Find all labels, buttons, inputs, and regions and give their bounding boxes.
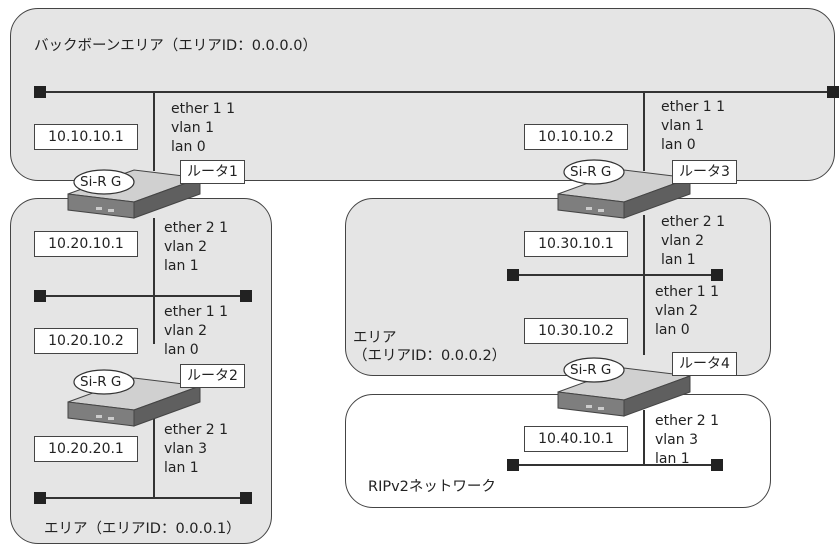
iface-line: lan 1 bbox=[164, 460, 199, 476]
area2-label-line2: （エリアID：0.0.0.2） bbox=[353, 348, 507, 364]
ip-box-r3-lan0: 10.10.10.2 bbox=[524, 124, 628, 150]
ip-box-r1-lan0: 10.10.10.1 bbox=[34, 124, 138, 150]
backbone-terminal-left bbox=[34, 86, 46, 98]
r4-downlink-line bbox=[643, 410, 645, 465]
iface-line: vlan 3 bbox=[164, 441, 207, 457]
backbone-segment-line bbox=[40, 91, 834, 93]
area1-segment2-line bbox=[40, 497, 246, 499]
ip-box-r2-lan0: 10.20.10.2 bbox=[34, 328, 138, 354]
iface-line: ether 2 1 bbox=[164, 220, 229, 236]
router4-name-label: ルータ4 bbox=[672, 352, 737, 376]
rip-terminal-right bbox=[711, 459, 723, 471]
area-0002 bbox=[345, 198, 771, 376]
router3-name-label: ルータ3 bbox=[672, 160, 737, 184]
router3-device bbox=[557, 159, 691, 219]
router1-badge: Si-R G bbox=[80, 174, 122, 190]
iface-line: lan 1 bbox=[655, 451, 690, 467]
rip-segment-line bbox=[513, 464, 717, 466]
area1-seg2-terminal-right bbox=[240, 492, 252, 504]
area1-seg1-terminal-left bbox=[34, 290, 46, 302]
iface-line: lan 0 bbox=[655, 322, 690, 338]
ip-box-r4-lan1: 10.40.10.1 bbox=[524, 426, 628, 452]
iface-line: ether 1 1 bbox=[164, 304, 229, 320]
iface-line: vlan 3 bbox=[655, 432, 698, 448]
router1-name-label: ルータ1 bbox=[180, 160, 245, 184]
r3-uplink-line bbox=[643, 91, 645, 171]
area2-segment-line bbox=[513, 274, 717, 276]
rip-network-label: RIPv2ネットワーク bbox=[368, 479, 496, 495]
router4-device bbox=[557, 357, 691, 417]
ip-box-r1-lan1: 10.20.10.1 bbox=[34, 231, 138, 257]
router2-name-label: ルータ2 bbox=[180, 364, 245, 388]
r3-downlink-line bbox=[643, 215, 645, 355]
r1-downlink-line bbox=[153, 218, 155, 344]
iface-line: ether 1 1 bbox=[655, 284, 720, 300]
rip-terminal-left bbox=[507, 459, 519, 471]
area1-seg2-terminal-left bbox=[34, 492, 46, 504]
iface-line: ether 2 1 bbox=[164, 422, 229, 438]
iface-line: vlan 2 bbox=[661, 233, 704, 249]
iface-line: vlan 1 bbox=[171, 120, 214, 136]
iface-line: lan 0 bbox=[164, 342, 199, 358]
router2-device bbox=[67, 369, 201, 427]
router1-device bbox=[67, 169, 201, 219]
backbone-area-label: バックボーンエリア（エリアID：0.0.0.0） bbox=[34, 38, 317, 54]
iface-line: lan 0 bbox=[661, 137, 696, 153]
area2-terminal-right bbox=[711, 269, 723, 281]
backbone-terminal-right bbox=[827, 86, 839, 98]
router4-badge: Si-R G bbox=[570, 362, 612, 378]
iface-line: vlan 2 bbox=[164, 239, 207, 255]
ip-box-r3-lan1: 10.30.10.1 bbox=[524, 231, 628, 257]
ip-box-r2-lan1: 10.20.20.1 bbox=[34, 436, 138, 462]
area1-segment1-line bbox=[40, 295, 246, 297]
ip-box-r4-lan0: 10.30.10.2 bbox=[524, 318, 628, 344]
backbone-area bbox=[10, 8, 835, 181]
area2-label-line1: エリア bbox=[353, 330, 397, 346]
r1-uplink-line bbox=[153, 91, 155, 171]
iface-line: ether 1 1 bbox=[661, 99, 726, 115]
iface-line: lan 1 bbox=[164, 258, 199, 274]
area2-terminal-left bbox=[507, 269, 519, 281]
r2-downlink-line bbox=[153, 410, 155, 498]
router3-badge: Si-R G bbox=[570, 164, 612, 180]
iface-line: ether 2 1 bbox=[661, 214, 726, 230]
iface-line: vlan 2 bbox=[655, 303, 698, 319]
iface-line: vlan 1 bbox=[661, 118, 704, 134]
iface-line: lan 1 bbox=[661, 252, 696, 268]
area1-label: エリア（エリアID：0.0.0.1） bbox=[44, 521, 241, 537]
area1-seg1-terminal-right bbox=[240, 290, 252, 302]
iface-line: ether 2 1 bbox=[655, 413, 720, 429]
router2-badge: Si-R G bbox=[80, 374, 122, 390]
iface-line: ether 1 1 bbox=[171, 101, 236, 117]
iface-line: lan 0 bbox=[171, 139, 206, 155]
iface-line: vlan 2 bbox=[164, 323, 207, 339]
